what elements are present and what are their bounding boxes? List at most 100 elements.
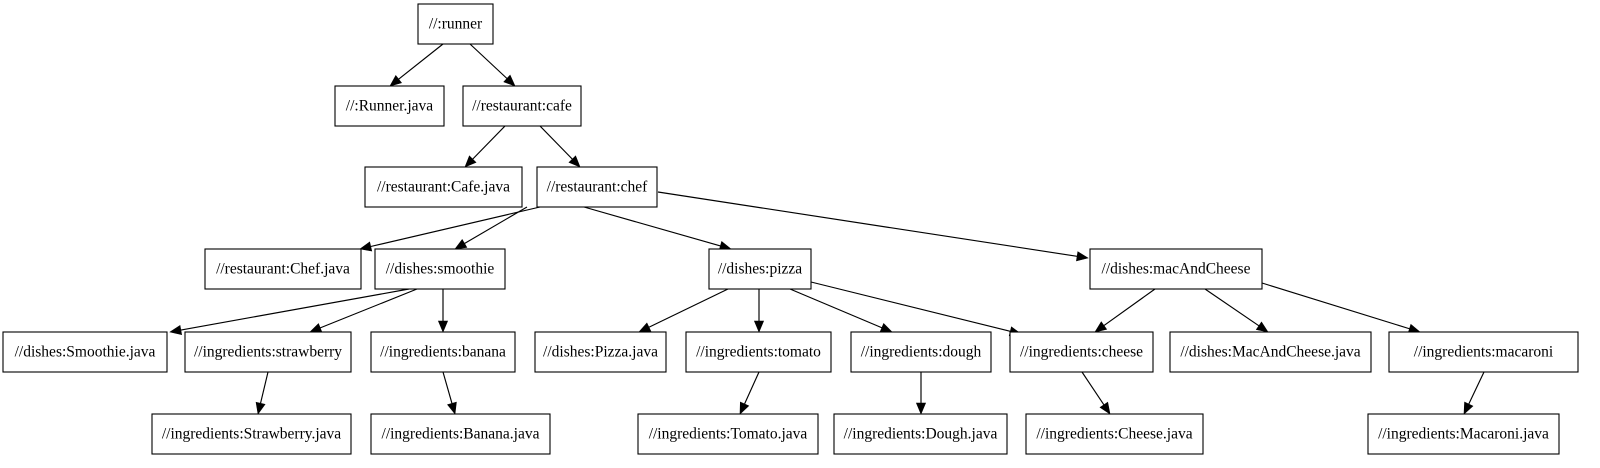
node-label: //ingredients:cheese <box>1020 344 1143 361</box>
edge-shaft <box>657 191 1078 257</box>
graph-node[interactable]: //:runner <box>417 3 494 45</box>
edge-arrowhead-icon <box>389 75 402 87</box>
edge-shaft <box>469 43 508 79</box>
edge-arrowhead-icon <box>447 401 457 415</box>
graph-node[interactable]: //ingredients:Strawberry.java <box>151 413 352 455</box>
graph-edge <box>464 125 506 168</box>
edge-arrowhead-icon <box>464 155 477 168</box>
edge-shaft <box>472 125 506 160</box>
node-box[interactable] <box>833 413 1008 455</box>
graph-node[interactable]: //ingredients:banana <box>370 331 516 373</box>
edge-arrowhead-icon <box>503 74 516 87</box>
node-box[interactable] <box>1009 331 1154 373</box>
edge-arrowhead-icon <box>915 402 927 415</box>
graph-edge <box>469 43 516 87</box>
graph-edge <box>1094 288 1156 333</box>
node-box[interactable] <box>151 413 352 455</box>
node-box[interactable] <box>184 331 352 373</box>
node-box[interactable] <box>1169 331 1372 373</box>
node-box[interactable] <box>334 85 445 127</box>
graph-node[interactable]: //ingredients:tomato <box>685 331 832 373</box>
node-box[interactable] <box>850 331 992 373</box>
node-box[interactable] <box>364 166 523 208</box>
edge-shaft <box>180 288 410 331</box>
graph-node[interactable]: //restaurant:Chef.java <box>204 248 362 290</box>
node-label: //restaurant:Chef.java <box>216 261 350 278</box>
graph-node[interactable]: //ingredients:Dough.java <box>833 413 1008 455</box>
graph-edge <box>255 371 269 415</box>
node-box[interactable] <box>1388 331 1579 373</box>
edge-arrowhead-icon <box>1463 401 1474 415</box>
node-box[interactable] <box>374 248 506 290</box>
graph-edge <box>1081 371 1111 415</box>
graph-node[interactable]: //ingredients:macaroni <box>1388 331 1579 373</box>
graph-node[interactable]: //ingredients:dough <box>850 331 992 373</box>
edge-shaft <box>1204 288 1260 327</box>
node-label: //ingredients:tomato <box>696 344 821 361</box>
graph-node[interactable]: //dishes:MacAndCheese.java <box>1169 331 1372 373</box>
graph-node[interactable]: //dishes:Pizza.java <box>534 331 667 373</box>
node-label: //dishes:MacAndCheese.java <box>1180 344 1360 361</box>
node-label: //dishes:pizza <box>718 261 802 278</box>
node-label: //restaurant:cafe <box>472 98 572 115</box>
graph-node[interactable]: //dishes:macAndCheese <box>1089 248 1263 290</box>
node-label: //:runner <box>429 16 483 33</box>
node-box[interactable] <box>417 3 494 45</box>
node-box[interactable] <box>637 413 819 455</box>
graph-node[interactable]: //dishes:smoothie <box>374 248 506 290</box>
node-box[interactable] <box>708 248 812 290</box>
nodes-layer: //:runner //:Runner.java //restaurant:cafe… <box>2 3 1579 455</box>
node-box[interactable] <box>1367 413 1560 455</box>
edge-shaft <box>442 371 453 404</box>
node-label: //ingredients:banana <box>380 344 506 361</box>
graph-node[interactable]: //ingredients:strawberry <box>184 331 352 373</box>
graph-edge <box>309 288 418 333</box>
node-box[interactable] <box>536 166 658 208</box>
node-box[interactable] <box>1089 248 1263 290</box>
edge-arrowhead-icon <box>359 241 373 252</box>
graph-edge <box>169 288 410 335</box>
edge-shaft <box>464 206 528 244</box>
node-label: //dishes:macAndCheese <box>1102 261 1251 278</box>
node-box[interactable] <box>1025 413 1204 455</box>
edge-arrowhead-icon <box>753 320 765 333</box>
graph-edge <box>454 206 528 250</box>
edge-shaft <box>744 371 760 405</box>
graph-node[interactable]: //dishes:pizza <box>708 248 812 290</box>
edge-shaft <box>319 288 418 329</box>
node-box[interactable] <box>2 331 168 373</box>
node-label: //dishes:smoothie <box>386 261 495 278</box>
node-box[interactable] <box>462 85 582 127</box>
edge-shaft <box>370 206 541 248</box>
edge-arrowhead-icon <box>739 401 750 415</box>
node-box[interactable] <box>685 331 832 373</box>
graph-edge <box>437 289 449 333</box>
edge-arrowhead-icon <box>1099 401 1111 415</box>
graph-edge <box>583 206 732 251</box>
graph-edge <box>810 281 1022 337</box>
graph-edge <box>1463 371 1485 415</box>
edge-shaft <box>539 125 573 160</box>
graph-node[interactable]: //ingredients:Cheese.java <box>1025 413 1204 455</box>
edge-shaft <box>1468 371 1485 405</box>
node-box[interactable] <box>534 331 667 373</box>
graph-node[interactable]: //restaurant:Cafe.java <box>364 166 523 208</box>
graph-edge <box>359 206 541 252</box>
node-box[interactable] <box>370 331 516 373</box>
node-label: //restaurant:chef <box>547 179 649 196</box>
graph-node[interactable]: //ingredients:Banana.java <box>370 413 551 455</box>
graph-node[interactable]: //ingredients:Macaroni.java <box>1367 413 1560 455</box>
edges-layer <box>169 43 1485 415</box>
graph-node[interactable]: //ingredients:Tomato.java <box>637 413 819 455</box>
graph-node[interactable]: //dishes:Smoothie.java <box>2 331 168 373</box>
graph-node[interactable]: //restaurant:cafe <box>462 85 582 127</box>
graph-node[interactable]: //ingredients:cheese <box>1009 331 1154 373</box>
graph-node[interactable]: //:Runner.java <box>334 85 445 127</box>
node-label: //ingredients:Strawberry.java <box>162 426 341 443</box>
edge-arrowhead-icon <box>638 322 652 333</box>
graph-node[interactable]: //restaurant:chef <box>536 166 658 208</box>
node-box[interactable] <box>370 413 551 455</box>
node-box[interactable] <box>204 248 362 290</box>
